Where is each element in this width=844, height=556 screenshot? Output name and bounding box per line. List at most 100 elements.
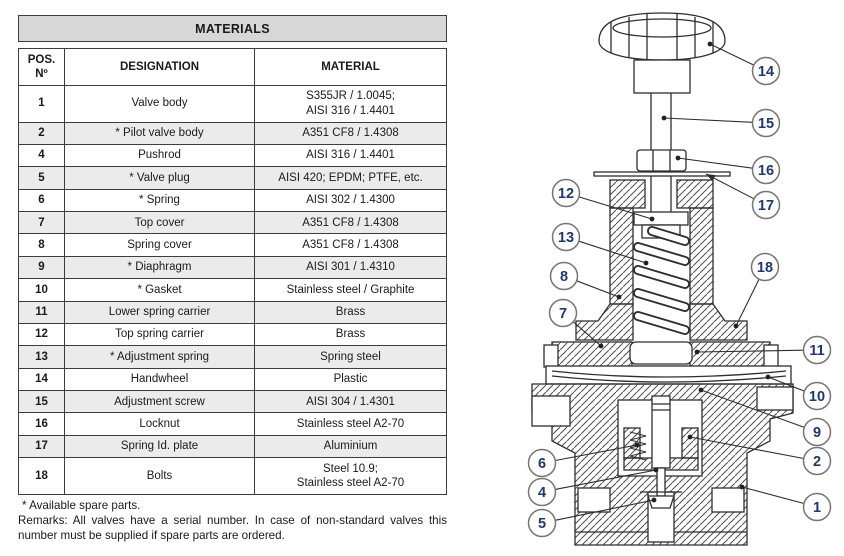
- cell-designation: Valve body: [64, 84, 255, 123]
- valve-plug: [647, 495, 675, 509]
- callout-number: 16: [758, 163, 774, 179]
- spare-parts-note: * Available spare parts.: [22, 498, 141, 512]
- callout-8: 8: [549, 261, 622, 300]
- callout-13: 13: [551, 222, 649, 266]
- cell-designation: Top spring carrier: [64, 322, 255, 347]
- callout-2: 2: [687, 434, 832, 476]
- callout-number: 7: [559, 306, 567, 322]
- callout-number: 10: [809, 389, 825, 405]
- callout-number: 8: [560, 269, 568, 285]
- cell-material: Brass: [254, 300, 447, 324]
- callout-number: 9: [813, 425, 821, 441]
- callout-10: 10: [765, 374, 832, 411]
- cell-designation: Bolts: [64, 457, 255, 495]
- cell-material: AISI 304 / 1.4301: [254, 389, 447, 414]
- cell-designation: Top cover: [64, 210, 255, 235]
- cell-material: A351 CF8 / 1.4308: [254, 210, 447, 235]
- cell-material: Aluminium: [254, 434, 447, 459]
- callout-number: 14: [758, 64, 774, 80]
- cell-pos: 2: [18, 121, 65, 145]
- cell-pos: 16: [18, 412, 65, 436]
- cell-designation: Spring Id. plate: [64, 434, 255, 459]
- cell-pos: 13: [18, 345, 65, 369]
- callout-9: 9: [698, 387, 832, 447]
- callout-number: 17: [758, 198, 774, 214]
- callout-number: 6: [538, 456, 546, 472]
- cell-pos: 7: [18, 210, 65, 235]
- materials-title: MATERIALS: [18, 15, 447, 42]
- cell-material: AISI 420; EPDM; PTFE, etc.: [254, 166, 447, 190]
- cell-material: AISI 316 / 1.4401: [254, 143, 447, 168]
- cell-material: A351 CF8 / 1.4308: [254, 233, 447, 257]
- callout-16: 16: [675, 155, 781, 185]
- callout-number: 1: [813, 500, 821, 516]
- bolt-right: [763, 344, 779, 368]
- callout-15: 15: [661, 108, 781, 138]
- spring-id-plate: [593, 171, 731, 177]
- spring-cover: [575, 179, 748, 341]
- column-header-designation: DESIGNATION: [64, 48, 255, 86]
- cell-designation: * Adjustment spring: [64, 345, 255, 369]
- cell-designation: * Gasket: [64, 278, 255, 302]
- callout-14: 14: [707, 41, 781, 86]
- materials-section: MATERIALS POS. Nº DESIGNATION MATERIAL 1…: [18, 15, 447, 544]
- cell-material: AISI 301 / 1.4310: [254, 255, 447, 280]
- bolt-left: [543, 344, 559, 368]
- cell-material: AISI 302 / 1.4300: [254, 188, 447, 213]
- cell-material: Stainless steel A2-70: [254, 412, 447, 436]
- cell-material: Brass: [254, 322, 447, 347]
- callout-1: 1: [739, 484, 832, 522]
- cell-pos: 17: [18, 434, 65, 459]
- cell-material: A351 CF8 / 1.4308: [254, 121, 447, 145]
- cell-designation: * Spring: [64, 188, 255, 213]
- handwheel-hub: [633, 59, 691, 94]
- callout-number: 13: [558, 230, 574, 246]
- cell-pos: 9: [18, 255, 65, 280]
- cell-pos: 15: [18, 389, 65, 414]
- outlet-port: [756, 386, 794, 411]
- pilot-valve-assembly: [623, 395, 699, 509]
- cell-material: Stainless steel / Graphite: [254, 278, 447, 302]
- column-header-pos: POS. Nº: [18, 48, 65, 86]
- cell-designation: * Valve plug: [64, 166, 255, 190]
- cell-pos: 14: [18, 367, 65, 392]
- cell-pos: 1: [18, 84, 65, 123]
- callout-number: 11: [809, 343, 824, 359]
- cell-pos: 11: [18, 300, 65, 324]
- bottom-bolt-left: [577, 487, 611, 513]
- callout-6: 6: [527, 442, 640, 478]
- callout-number: 2: [813, 454, 821, 470]
- remarks-note: Remarks: All valves have a serial number…: [18, 514, 447, 543]
- table-header-row: POS. Nº DESIGNATION MATERIAL: [18, 48, 447, 86]
- cell-pos: 12: [18, 322, 65, 347]
- callout-number: 12: [558, 186, 574, 202]
- callout-11: 11: [694, 335, 832, 365]
- inlet-port: [531, 395, 571, 427]
- footnotes: * Available spare parts. Remarks: All va…: [18, 498, 447, 544]
- cell-material: Spring steel: [254, 345, 447, 369]
- callout-7: 7: [548, 298, 604, 349]
- cell-designation: Pushrod: [64, 143, 255, 168]
- callout-5: 5: [527, 497, 657, 538]
- callout-number: 15: [758, 116, 774, 132]
- cell-material: Plastic: [254, 367, 447, 392]
- adjustment-spring: [633, 226, 690, 335]
- column-header-material: MATERIAL: [254, 48, 447, 86]
- cell-pos: 8: [18, 233, 65, 257]
- cell-designation: Spring cover: [64, 233, 255, 257]
